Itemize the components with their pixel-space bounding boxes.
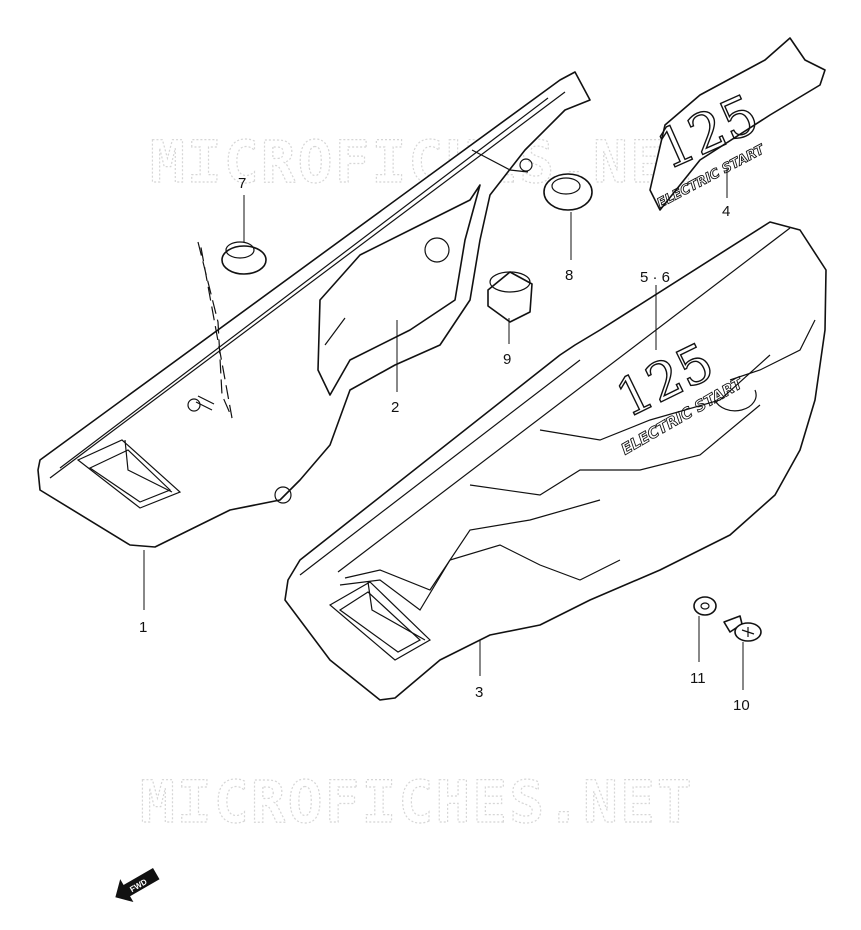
callout-3: 3 <box>475 684 483 701</box>
part-11-washer <box>693 596 717 616</box>
callout-9: 9 <box>503 351 511 368</box>
callout-4: 4 <box>722 203 730 220</box>
part-4-emblem-decal: 125 ELECTRIC START <box>647 37 826 212</box>
callout-1: 1 <box>139 619 147 636</box>
part-8-grommet <box>543 173 593 211</box>
callout-7: 7 <box>238 175 246 192</box>
part-2-inner-panel <box>317 149 533 396</box>
callout-8: 8 <box>565 267 573 284</box>
fwd-arrow-icon: FWD <box>115 867 160 903</box>
bracket-outline <box>197 241 233 419</box>
part-10-screw <box>723 615 762 642</box>
callout-10: 10 <box>733 697 750 714</box>
part-9-collar <box>487 271 533 323</box>
callout-2: 2 <box>391 399 399 416</box>
part-7-grommet <box>221 241 267 275</box>
part-1-chain-case-cover <box>37 71 591 548</box>
callout-5-6: 5 · 6 <box>640 269 670 286</box>
watermark-bottom: MICROFICHES.NET <box>140 768 694 836</box>
part-3-side-cover: 125 ELECTRIC START <box>284 221 827 701</box>
leader-lines <box>143 168 744 690</box>
callout-11: 11 <box>690 670 706 687</box>
